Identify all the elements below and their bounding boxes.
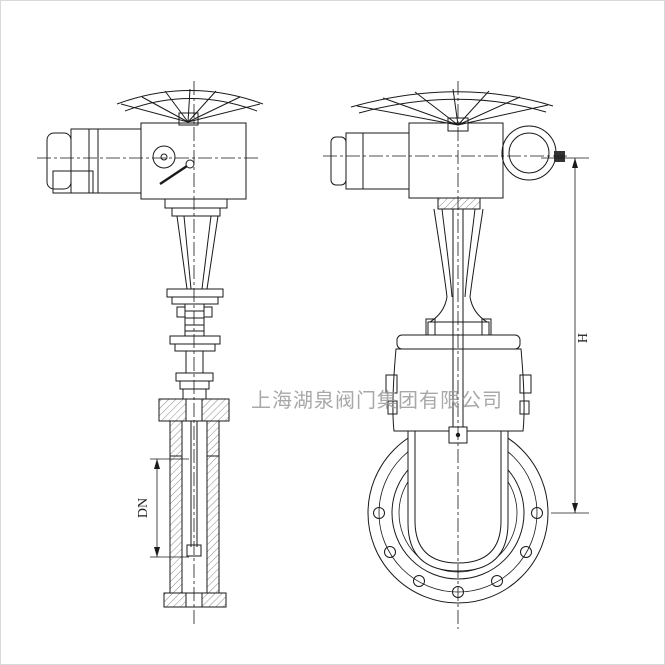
side-view: DN [37, 81, 264, 625]
dimension-h: H [541, 157, 591, 514]
dimension-dn: DN [136, 458, 189, 558]
indicator-square [554, 151, 565, 162]
valve-body-side [158, 398, 230, 608]
handwheel-side-icon [116, 88, 264, 126]
yoke-front [425, 197, 492, 336]
front-view: H [323, 81, 591, 629]
yoke-stem-side [164, 198, 228, 400]
dn-label: DN [136, 498, 151, 518]
electric-actuator-side [46, 122, 247, 200]
valve-body-front [385, 334, 532, 432]
electric-actuator-front [330, 122, 565, 199]
handwheel-front-icon [350, 88, 554, 132]
h-label: H [576, 333, 591, 343]
